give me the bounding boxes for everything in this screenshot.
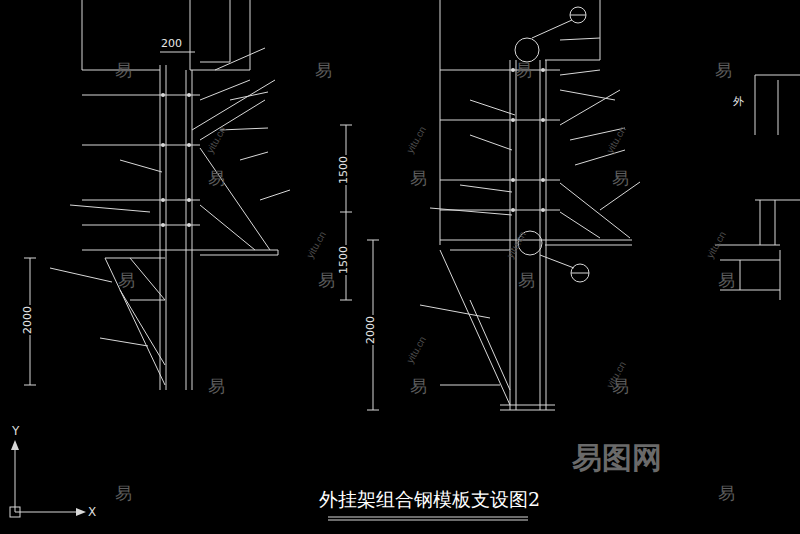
watermark-url: yitu.cn: [405, 125, 428, 155]
watermark: 易: [318, 272, 335, 289]
dimension: 2000: [365, 315, 376, 345]
watermark: 易: [208, 170, 225, 187]
watermark: 易图网: [572, 443, 662, 473]
watermark: 易: [718, 485, 735, 502]
watermark: 易: [208, 378, 225, 395]
watermark: 易: [612, 170, 629, 187]
watermark: 易: [315, 62, 332, 79]
axis-label: Y: [12, 425, 19, 437]
watermark: 易: [115, 62, 132, 79]
watermark-url: yitu.cn: [405, 335, 428, 365]
watermark: 易: [115, 485, 132, 502]
watermark-url: yitu.cn: [205, 125, 228, 155]
watermark: 易: [410, 378, 427, 395]
watermark: 易: [515, 62, 532, 79]
watermark: 易: [118, 272, 135, 289]
watermark-url: yitu.cn: [305, 230, 328, 260]
dimension: 1500: [338, 155, 349, 185]
watermark: 易: [410, 170, 427, 187]
watermark-url: yitu.cn: [505, 230, 528, 260]
watermark: 易: [518, 272, 535, 289]
dimension: 2000: [22, 305, 33, 335]
watermark: 易: [718, 272, 735, 289]
dimension: 1500: [338, 245, 349, 275]
axis-label: X: [88, 506, 96, 518]
dimension: 200: [160, 38, 183, 49]
drawing-title: 外挂架组合钢模板支设图2: [317, 490, 542, 509]
watermark: 易: [715, 62, 732, 79]
note-text: 外: [732, 96, 745, 107]
